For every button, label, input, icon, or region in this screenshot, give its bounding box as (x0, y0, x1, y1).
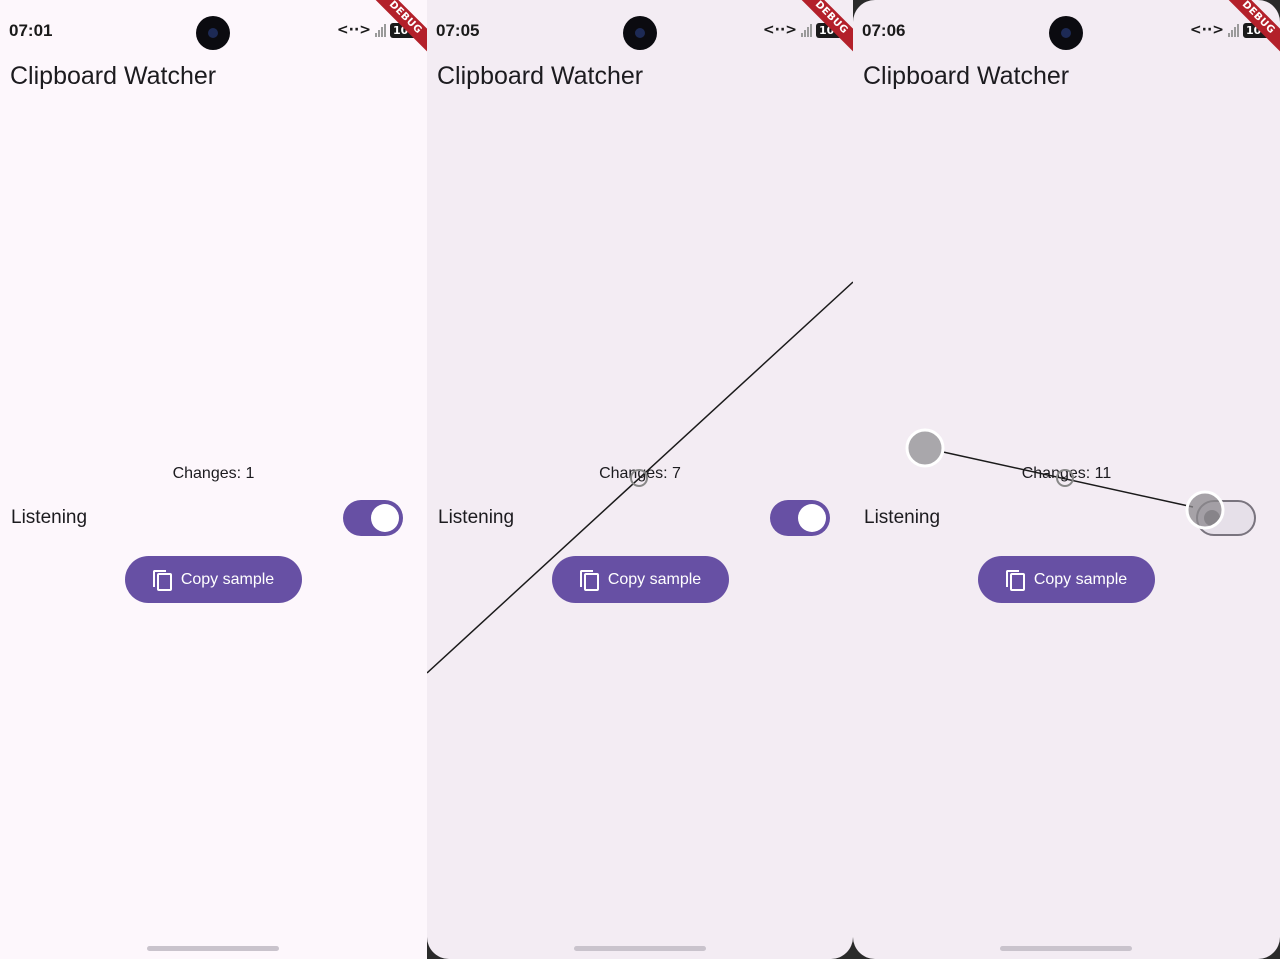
screen-1: 07:01 <··> 100 DEBUG Clipboard Watcher C… (0, 0, 427, 959)
status-time: 07:01 (9, 21, 53, 40)
listening-switch[interactable] (343, 500, 403, 536)
code-icon: <··> (1189, 22, 1225, 38)
status-time: 07:06 (862, 21, 906, 40)
changes-counter: Changes: 7 (599, 465, 681, 482)
signal-icon (801, 23, 813, 37)
switch-knob (798, 504, 826, 532)
page-title: Clipboard Watcher (437, 62, 644, 90)
switch-knob (1204, 510, 1220, 526)
copy-sample-label: Copy sample (180, 570, 275, 588)
copy-sample-button[interactable]: Copy sample (552, 556, 729, 603)
listening-label: Listening (864, 507, 941, 528)
listening-row: Listening (438, 500, 830, 538)
screen-2: 07:05 <··> 100 DEBUG Clipboard Watcher C… (427, 0, 853, 959)
page-title: Clipboard Watcher (863, 62, 1070, 90)
listening-label: Listening (438, 507, 515, 528)
listening-switch[interactable] (770, 500, 830, 536)
screen-3: 07:06 <··> 100 DEBUG Clipboard Watcher C… (853, 0, 1280, 959)
changes-counter: Changes: 1 (172, 465, 255, 482)
touch-start-point (905, 428, 945, 468)
page-title: Clipboard Watcher (10, 62, 217, 90)
home-indicator[interactable] (574, 946, 706, 951)
camera-cutout (623, 16, 657, 50)
status-bar: 07:06 <··> 100 (853, 16, 1280, 50)
copy-sample-label: Copy sample (607, 570, 702, 588)
listening-row: Listening (864, 500, 1256, 538)
copy-sample-label: Copy sample (1033, 570, 1128, 588)
copy-sample-button[interactable]: Copy sample (978, 556, 1155, 603)
copy-icon (152, 569, 172, 591)
switch-knob (371, 504, 399, 532)
listening-switch[interactable] (1196, 500, 1256, 536)
listening-row: Listening (11, 500, 403, 538)
status-bar: 07:01 <··> 100 (0, 16, 427, 50)
home-indicator[interactable] (1000, 946, 1132, 951)
code-icon: <··> (336, 22, 372, 38)
signal-icon (375, 23, 387, 37)
home-indicator[interactable] (147, 946, 279, 951)
status-bar: 07:05 <··> 100 (427, 16, 853, 50)
camera-cutout (196, 16, 230, 50)
listening-label: Listening (11, 507, 88, 528)
code-icon: <··> (762, 22, 798, 38)
status-time: 07:05 (436, 21, 480, 40)
copy-sample-button[interactable]: Copy sample (125, 556, 302, 603)
copy-icon (1005, 569, 1025, 591)
signal-icon (1228, 23, 1240, 37)
camera-cutout (1049, 16, 1083, 50)
changes-counter: Changes: 11 (1021, 465, 1112, 482)
copy-icon (579, 569, 599, 591)
